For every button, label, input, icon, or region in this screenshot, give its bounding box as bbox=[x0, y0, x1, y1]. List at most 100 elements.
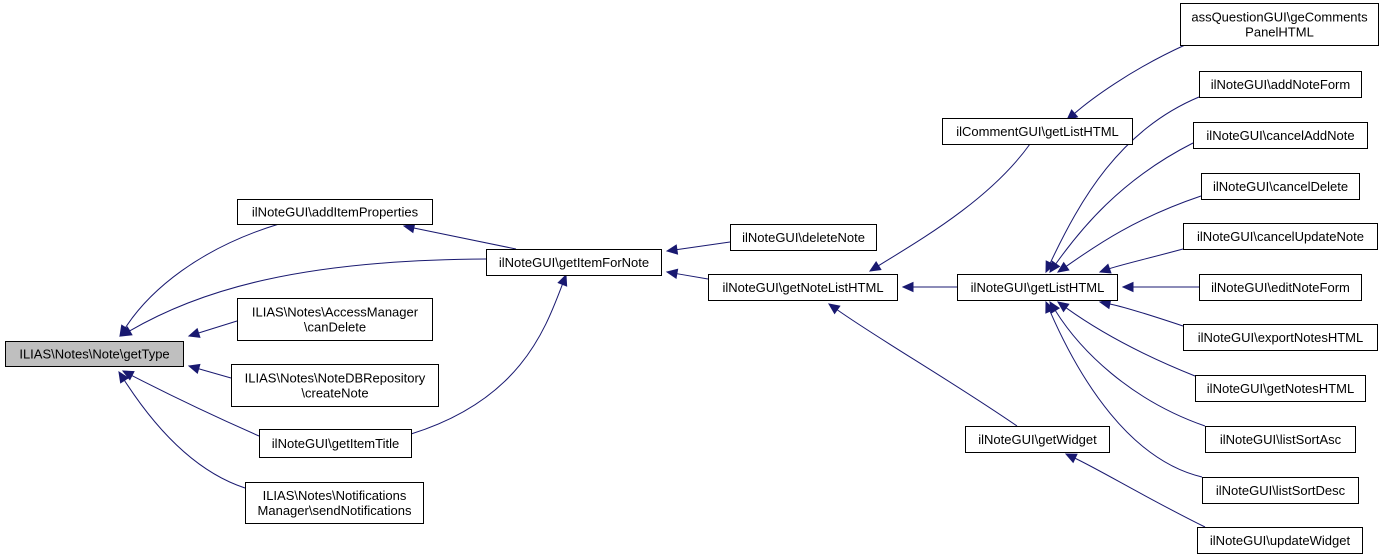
node-label: ilNoteGUI\getItemTitle bbox=[272, 436, 399, 451]
edge-listSortDesc-to-getListHTML bbox=[1045, 300, 1203, 478]
node-label: ilNoteGUI\exportNotesHTML bbox=[1198, 330, 1363, 345]
node-box bbox=[231, 364, 439, 407]
edge-commentGetListHTML-to-getNoteListHTML bbox=[868, 143, 1031, 272]
node-label: ilNoteGUI\addItemProperties bbox=[252, 205, 419, 220]
node-cancelDelete[interactable]: ilNoteGUI\cancelDelete bbox=[1201, 173, 1360, 200]
edge-arrowhead bbox=[1049, 260, 1061, 273]
node-label: ilNoteGUI\getWidget bbox=[978, 432, 1097, 447]
node-label: ilNoteGUI\editNoteForm bbox=[1211, 280, 1350, 295]
node-label: PanelHTML bbox=[1245, 25, 1314, 40]
edge-addNoteForm-to-getListHTML bbox=[1045, 96, 1200, 274]
node-commentGetListHTML[interactable]: ilCommentGUI\getListHTML bbox=[942, 118, 1133, 145]
edge-arrowhead bbox=[1064, 453, 1078, 464]
node-box bbox=[1201, 173, 1360, 200]
node-box bbox=[5, 341, 184, 367]
node-sendNotifications[interactable]: ILIAS\Notes\NotificationsManager\sendNot… bbox=[245, 482, 424, 524]
node-cancelAddNote[interactable]: ilNoteGUI\cancelAddNote bbox=[1193, 122, 1368, 149]
node-label: ilNoteGUI\addNoteForm bbox=[1211, 77, 1350, 92]
edge-line bbox=[131, 375, 260, 437]
node-createNote[interactable]: ILIAS\Notes\NoteDBRepository\createNote bbox=[231, 364, 439, 407]
node-label: ILIAS\Notes\Note\getType bbox=[19, 347, 169, 362]
node-addItemProperties[interactable]: ilNoteGUI\addItemProperties bbox=[237, 199, 433, 225]
edge-arrowhead bbox=[1057, 301, 1070, 313]
edge-sendNotifications-to-getType bbox=[118, 370, 246, 489]
node-box bbox=[730, 224, 877, 251]
edge-getItemForNote-to-getType bbox=[119, 258, 487, 337]
node-editNoteForm[interactable]: ilNoteGUI\editNoteForm bbox=[1199, 274, 1362, 301]
edge-exportNotesHTML-to-getListHTML bbox=[1098, 298, 1184, 327]
edge-arrowhead bbox=[1121, 281, 1134, 293]
edge-line bbox=[1055, 142, 1194, 265]
edge-line bbox=[125, 223, 280, 328]
edge-canDelete-to-getType bbox=[187, 320, 238, 338]
edge-line bbox=[676, 241, 731, 251]
edge-cancelDelete-to-getListHTML bbox=[1056, 195, 1202, 273]
edge-line bbox=[1065, 307, 1196, 377]
node-getNotesHTML[interactable]: ilNoteGUI\getNotesHTML bbox=[1195, 375, 1366, 402]
node-box bbox=[1197, 527, 1363, 554]
node-exportNotesHTML[interactable]: ilNoteGUI\exportNotesHTML bbox=[1183, 324, 1378, 351]
edge-arrowhead bbox=[665, 268, 679, 279]
node-cancelUpdateNote[interactable]: ilNoteGUI\cancelUpdateNote bbox=[1183, 223, 1378, 250]
node-getItemTitle[interactable]: ilNoteGUI\getItemTitle bbox=[259, 429, 412, 458]
edge-line bbox=[129, 258, 487, 332]
node-label: ilNoteGUI\updateWidget bbox=[1210, 533, 1351, 548]
node-addNoteForm[interactable]: ilNoteGUI\addNoteForm bbox=[1199, 71, 1362, 98]
node-label: ILIAS\Notes\NoteDBRepository bbox=[245, 371, 426, 386]
node-label: ilNoteGUI\cancelUpdateNote bbox=[1197, 229, 1364, 244]
node-box bbox=[237, 199, 433, 225]
node-getWidget[interactable]: ilNoteGUI\getWidget bbox=[965, 426, 1110, 453]
edge-updateWidget-to-getWidget bbox=[1064, 453, 1206, 528]
node-canDelete[interactable]: ILIAS\Notes\AccessManager\canDelete bbox=[237, 298, 433, 341]
edge-arrowhead bbox=[1056, 261, 1070, 273]
edge-line bbox=[878, 143, 1031, 267]
node-listSortDesc[interactable]: ilNoteGUI\listSortDesc bbox=[1202, 477, 1359, 504]
edge-arrowhead bbox=[187, 327, 201, 338]
node-getNoteListHTML[interactable]: ilNoteGUI\getNoteListHTML bbox=[708, 274, 898, 301]
edge-arrowhead bbox=[119, 326, 133, 337]
edge-editNoteForm-to-getListHTML bbox=[1121, 281, 1199, 293]
edge-arrowhead bbox=[118, 370, 130, 384]
node-getListHTML[interactable]: ilNoteGUI\getListHTML bbox=[957, 274, 1118, 301]
node-listSortAsc[interactable]: ilNoteGUI\listSortAsc bbox=[1205, 426, 1356, 453]
edge-arrowhead bbox=[1045, 260, 1056, 274]
edge-line bbox=[410, 284, 563, 435]
edge-line bbox=[198, 368, 232, 379]
node-deleteNote[interactable]: ilNoteGUI\deleteNote bbox=[730, 224, 877, 251]
edge-line bbox=[1054, 310, 1206, 427]
edge-arrowhead bbox=[121, 370, 135, 381]
node-box bbox=[708, 274, 898, 301]
node-label: ilNoteGUI\listSortAsc bbox=[1220, 432, 1342, 447]
edge-getItemForNote-to-addItemProperties bbox=[402, 222, 517, 250]
node-box bbox=[965, 426, 1110, 453]
edges-layer bbox=[118, 44, 1206, 528]
node-label: ilNoteGUI\getItemForNote bbox=[499, 255, 649, 270]
node-getItemForNote[interactable]: ilNoteGUI\getItemForNote bbox=[486, 249, 662, 276]
edge-line bbox=[1074, 457, 1206, 528]
edge-line bbox=[1049, 96, 1200, 264]
node-box bbox=[237, 298, 433, 341]
node-label: ilNoteGUI\deleteNote bbox=[742, 230, 865, 245]
node-box bbox=[1183, 324, 1378, 351]
edge-deleteNote-to-getItemForNote bbox=[665, 241, 731, 255]
edge-line bbox=[1074, 44, 1186, 114]
node-label: \canDelete bbox=[304, 320, 366, 335]
node-label: ilNoteGUI\getNoteListHTML bbox=[722, 280, 883, 295]
edge-line bbox=[836, 309, 1018, 427]
node-box bbox=[1199, 71, 1362, 98]
edge-cancelAddNote-to-getListHTML bbox=[1049, 142, 1194, 273]
edge-getNotesHTML-to-getListHTML bbox=[1057, 301, 1196, 377]
node-getType[interactable]: ILIAS\Notes\Note\getType bbox=[5, 341, 184, 367]
edge-arrowhead bbox=[1045, 300, 1056, 314]
node-updateWidget[interactable]: ilNoteGUI\updateWidget bbox=[1197, 527, 1363, 554]
edge-getItemTitle-to-getType bbox=[121, 370, 260, 437]
edge-listSortAsc-to-getListHTML bbox=[1049, 300, 1206, 427]
edge-arrowhead bbox=[665, 244, 679, 255]
edge-line bbox=[1049, 310, 1203, 478]
node-box bbox=[259, 429, 412, 458]
node-label: ilNoteGUI\listSortDesc bbox=[1216, 483, 1346, 498]
edge-cancelUpdateNote-to-getListHTML bbox=[1098, 248, 1184, 274]
edge-getNoteListHTML-to-getItemForNote bbox=[665, 268, 709, 280]
